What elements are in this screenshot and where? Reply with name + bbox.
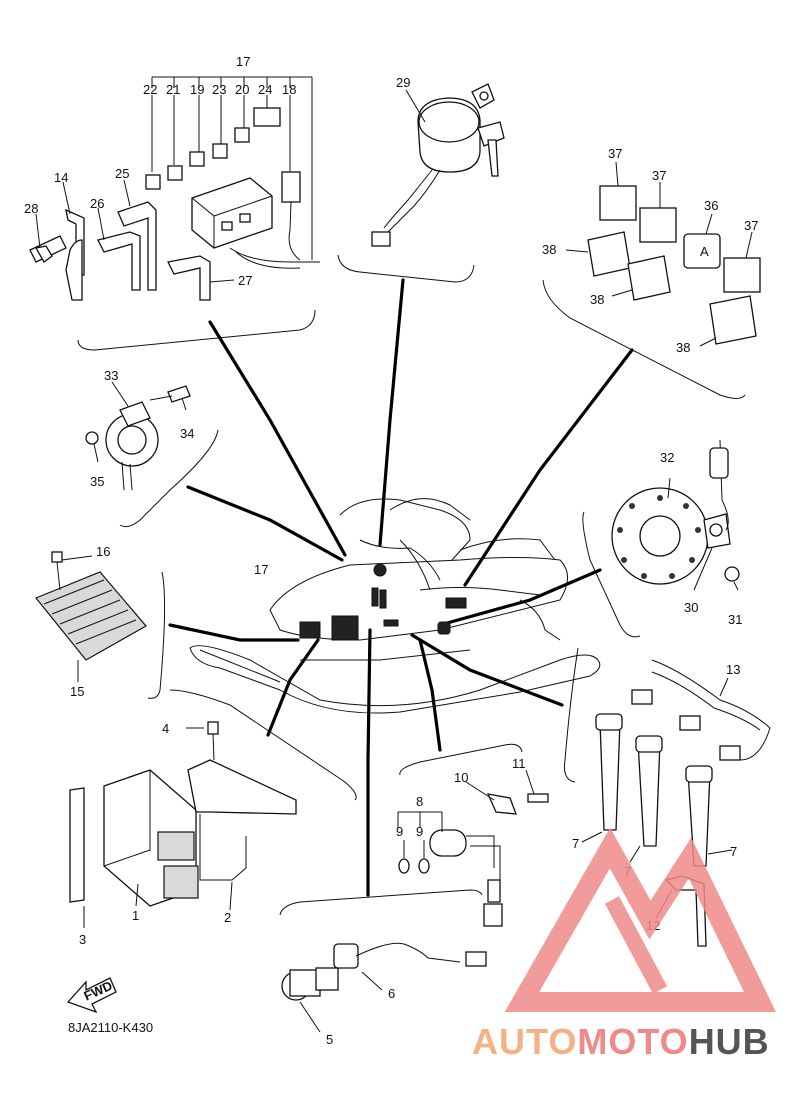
callout-4: 4	[162, 721, 169, 736]
callout-9-a: 9	[396, 824, 403, 839]
callout-37-a: 37	[608, 146, 622, 161]
callout-labels: 17 22 21 19 23 20 24 18 14 25 28 26 27 2…	[24, 54, 758, 1047]
callout-16: 16	[96, 544, 110, 559]
callout-21: 21	[166, 82, 180, 97]
callout-36: 36	[704, 198, 718, 213]
pickup-group	[611, 439, 740, 591]
callout-38-a: 38	[542, 242, 556, 257]
callout-23: 23	[212, 82, 226, 97]
main-switch-group	[371, 83, 505, 247]
callout-18: 18	[282, 82, 296, 97]
relay-box-group	[29, 76, 320, 301]
watermark-logo	[504, 827, 776, 1012]
group-boundaries	[77, 254, 746, 916]
callout-19: 19	[190, 82, 204, 97]
callout-10: 10	[454, 770, 468, 785]
callout-29: 29	[396, 75, 410, 90]
callout-38-b: 38	[590, 292, 604, 307]
callout-34: 34	[180, 426, 194, 441]
callout-8: 8	[416, 794, 423, 809]
callout-1: 1	[132, 908, 139, 923]
callout-6: 6	[388, 986, 395, 1001]
callout-17-mid: 17	[254, 562, 268, 577]
ecu-group	[69, 721, 297, 928]
watermark-text: AUTOMOTOHUB	[472, 1021, 770, 1062]
callout-33: 33	[104, 368, 118, 383]
callout-13: 13	[726, 662, 740, 677]
leader-lines	[168, 278, 634, 897]
switch-group	[397, 769, 549, 927]
callout-14: 14	[54, 170, 68, 185]
watermark-part-auto: AUTO	[472, 1021, 577, 1062]
callout-11: 11	[512, 756, 526, 771]
relays-group: A	[565, 161, 761, 347]
callout-20: 20	[235, 82, 249, 97]
callout-35: 35	[90, 474, 104, 489]
rectifier-group	[35, 551, 147, 682]
callout-32: 32	[660, 450, 674, 465]
callout-5: 5	[326, 1032, 333, 1047]
watermark-part-moto: MOTO	[577, 1021, 688, 1062]
callout-26: 26	[90, 196, 104, 211]
callout-17-top: 17	[236, 54, 250, 69]
callout-22: 22	[143, 82, 157, 97]
callout-15: 15	[70, 684, 84, 699]
callout-28: 28	[24, 201, 38, 216]
callout-38-c: 38	[676, 340, 690, 355]
callout-25: 25	[115, 166, 129, 181]
diagram-code: 8JA2110-K430	[68, 1020, 153, 1035]
callout-7-a: 7	[572, 836, 579, 851]
callout-27: 27	[238, 273, 252, 288]
callout-24: 24	[258, 82, 272, 97]
callout-9-b: 9	[416, 824, 423, 839]
callout-2: 2	[224, 910, 231, 925]
callout-31: 31	[728, 612, 742, 627]
fwd-arrow: FWD	[66, 977, 117, 1014]
callout-37-b: 37	[652, 168, 666, 183]
callout-37-c: 37	[744, 218, 758, 233]
horn-group	[85, 381, 191, 491]
callout-7-c: 7	[730, 844, 737, 859]
vehicle-outline	[189, 498, 601, 714]
callout-3: 3	[79, 932, 86, 947]
svg-text:A: A	[700, 244, 709, 259]
sensor-group	[281, 942, 487, 1033]
watermark-part-hub: HUB	[689, 1021, 770, 1062]
callout-30: 30	[684, 600, 698, 615]
